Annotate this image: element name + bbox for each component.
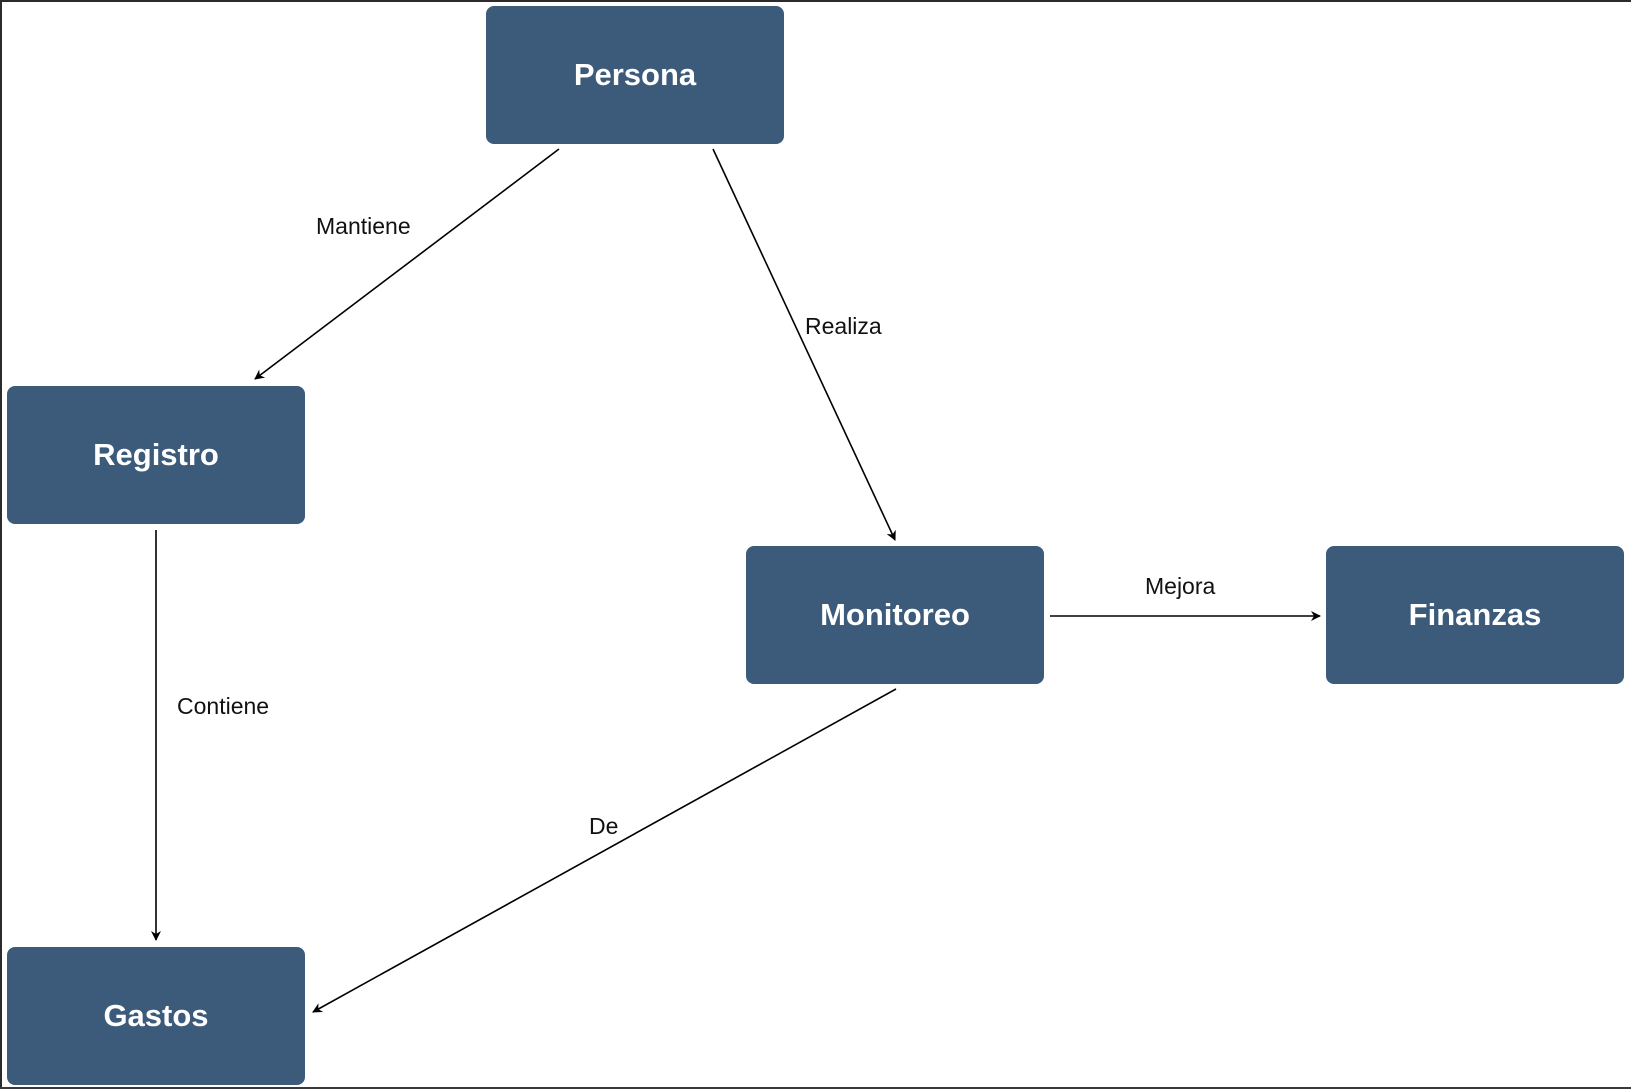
edge-realiza-line xyxy=(712,148,896,541)
edge-label-mejora: Mejora xyxy=(1143,573,1218,600)
node-gastos[interactable]: Gastos xyxy=(7,947,305,1085)
node-registro-label: Registro xyxy=(93,437,219,472)
node-monitoreo[interactable]: Monitoreo xyxy=(746,546,1044,684)
edge-label-contiene: Contiene xyxy=(175,693,272,720)
node-persona[interactable]: Persona xyxy=(486,6,784,144)
node-gastos-label: Gastos xyxy=(103,998,209,1033)
node-finanzas-label: Finanzas xyxy=(1408,597,1542,632)
edge-label-mantiene: Mantiene xyxy=(314,213,413,240)
node-monitoreo-label: Monitoreo xyxy=(820,597,970,632)
edge-mantiene-line xyxy=(254,148,560,380)
node-registro[interactable]: Registro xyxy=(7,386,305,524)
node-finanzas[interactable]: Finanzas xyxy=(1326,546,1624,684)
node-persona-label: Persona xyxy=(573,57,697,92)
edge-label-de: De xyxy=(587,813,621,840)
edge-label-realiza: Realiza xyxy=(803,313,884,340)
edge-de-line xyxy=(312,688,897,1013)
